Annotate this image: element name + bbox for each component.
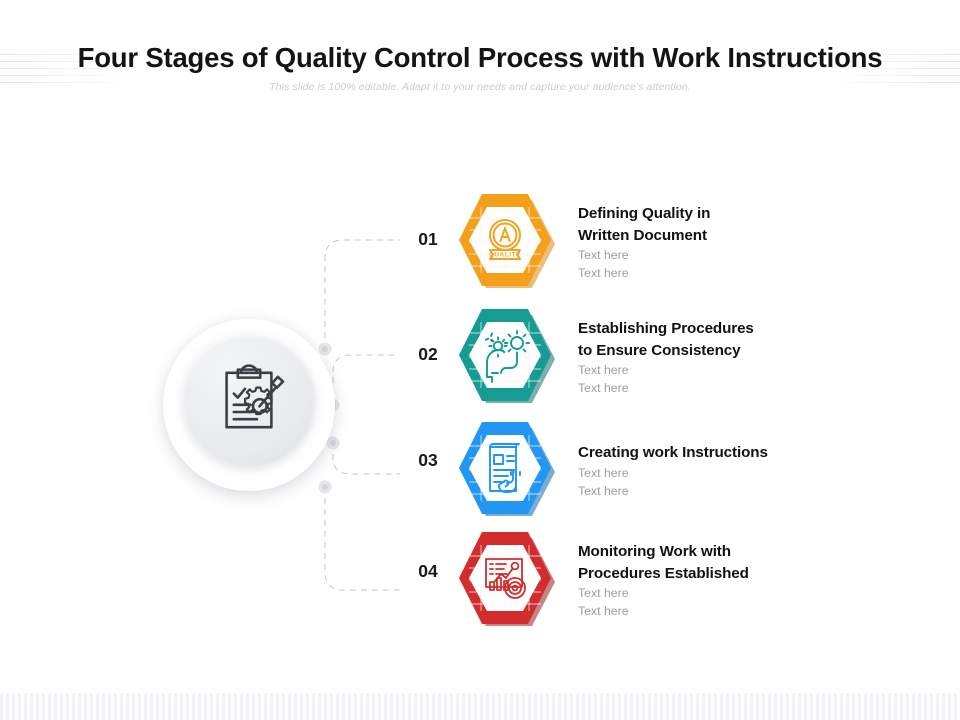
stage-sub-02-line1: Text here xyxy=(578,363,629,377)
head-gears-icon xyxy=(484,329,531,383)
central-hub xyxy=(163,319,335,491)
document-hand-click-icon xyxy=(489,443,521,493)
hub-inner-disc xyxy=(182,333,316,467)
stage-sub-04-line2: Text here xyxy=(578,604,629,618)
stage-heading-02-line1: Establishing Procedures xyxy=(578,320,754,337)
stage-number-04: 04 xyxy=(418,561,438,581)
stage-hexagon-02[interactable] xyxy=(455,305,555,405)
stage-number-03: 03 xyxy=(418,450,438,470)
stage-text-03: Creating work Instructions Text here Tex… xyxy=(578,442,908,500)
stage-number-01: 01 xyxy=(418,229,438,249)
svg-text:QUALITY: QUALITY xyxy=(489,252,521,259)
stage-sub-02-line2: Text here xyxy=(578,381,629,395)
chart-target-icon xyxy=(485,558,526,599)
stage-text-04: Monitoring Work with Procedures Establis… xyxy=(578,541,908,620)
stage-text-02: Establishing Procedures to Ensure Consis… xyxy=(578,318,908,397)
stage-text-01: Defining Quality in Written Document Tex… xyxy=(578,203,908,282)
stage-hexagon-04[interactable] xyxy=(455,528,555,628)
stage-heading-04-line1: Monitoring Work with xyxy=(578,543,731,560)
stage-sub-01-line1: Text here xyxy=(578,248,629,262)
stage-heading-03-line1: Creating work Instructions xyxy=(578,444,768,461)
stage-sub-04-line1: Text here xyxy=(578,586,629,600)
stage-heading-02-line2: to Ensure Consistency xyxy=(578,341,741,359)
stage-heading-04-line2: Procedures Established xyxy=(578,564,749,582)
clipboard-gear-pencil-icon xyxy=(225,364,285,429)
bottom-decor-band xyxy=(0,693,960,720)
page-subtitle: This slide is 100% editable. Adapt it to… xyxy=(269,81,691,93)
stage-heading-01-line1: Defining Quality in xyxy=(578,205,711,222)
stage-sub-03-line1: Text here xyxy=(578,465,629,480)
stage-hexagon-01[interactable]: QUALITY xyxy=(455,190,555,290)
stage-heading-01-line2: Written Document xyxy=(578,226,707,244)
stage-sub-03-line2: Text here xyxy=(578,483,629,498)
page-title: Four Stages of Quality Control Process w… xyxy=(77,42,883,73)
quality-badge-icon xyxy=(489,219,521,260)
stage-hexagon-03[interactable] xyxy=(455,418,555,518)
stage-sub-01-line2: Text here xyxy=(578,266,629,280)
stage-number-02: 02 xyxy=(418,344,438,364)
